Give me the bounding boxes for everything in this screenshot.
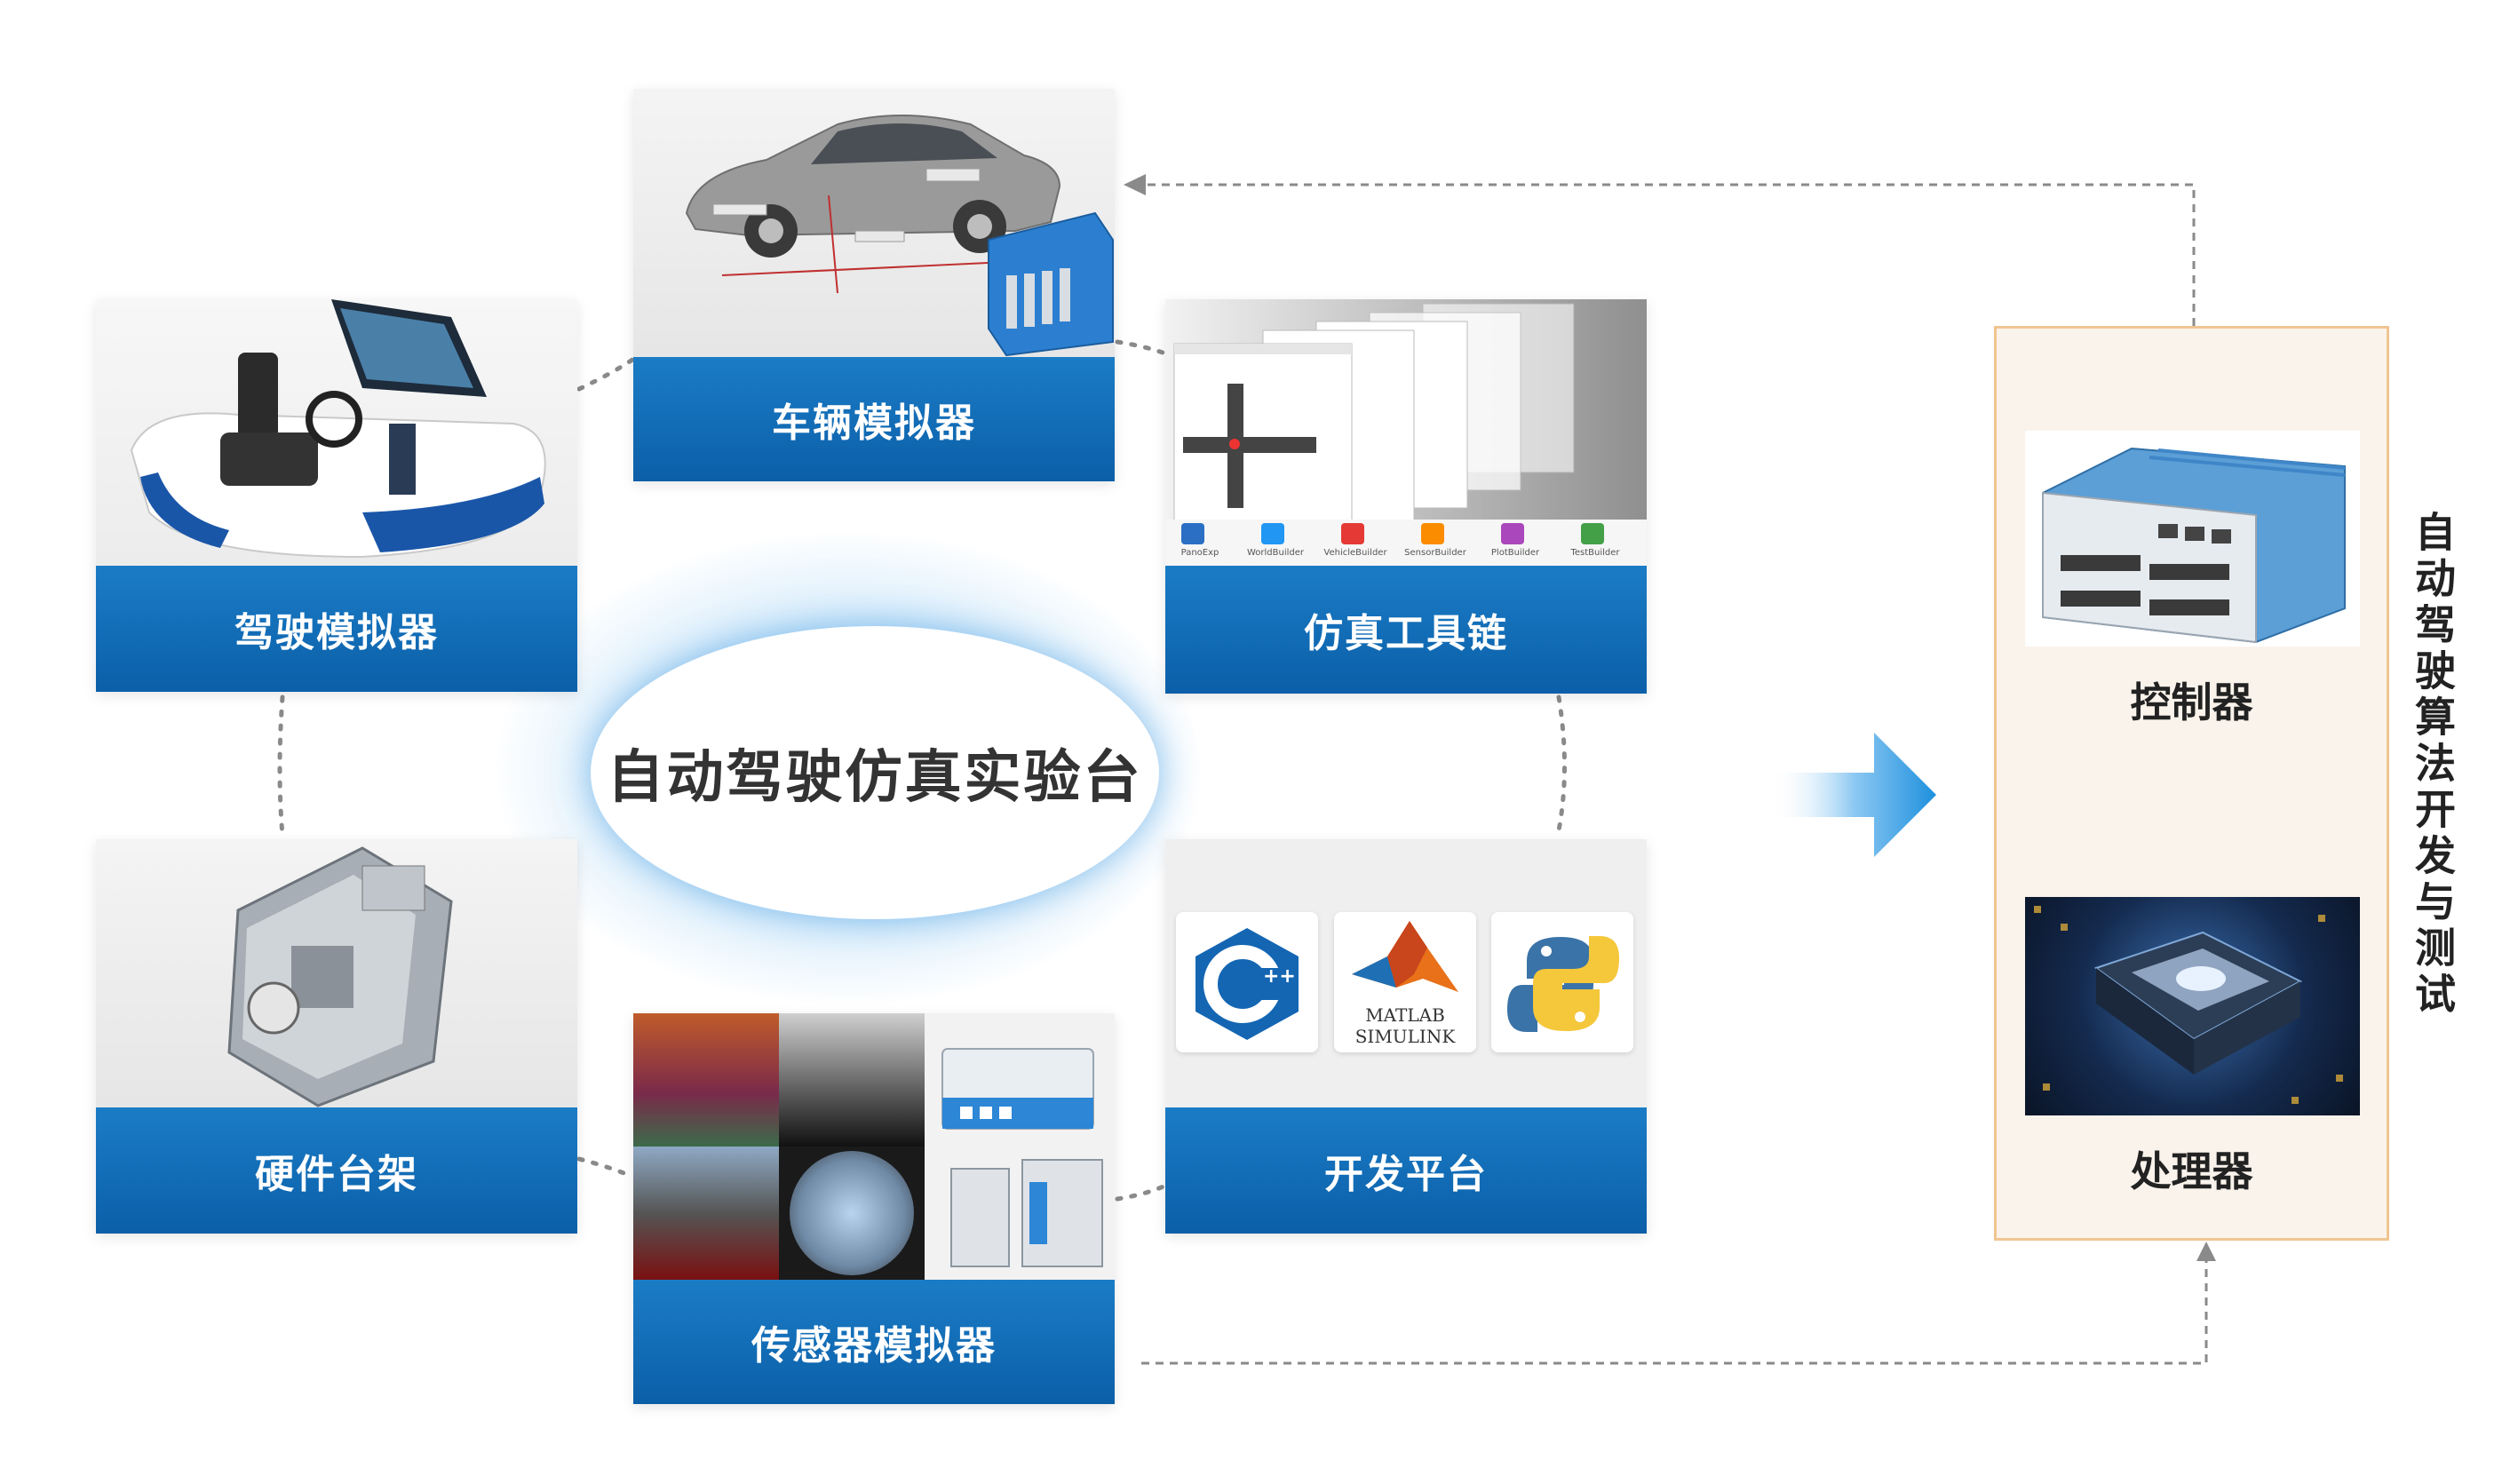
card-dev-platform[interactable]: ++ MATLAB SIMULINK 开发平台 [1165,839,1647,1234]
arrow-sensor-to-box [1141,1257,2208,1365]
sensor-simulator-image [633,1013,1115,1280]
app-label: PanoExp [1180,548,1219,558]
driving-simulator-icon [130,299,546,559]
hardware-rack-label: 硬件台架 [96,1107,577,1234]
vehicle-car-icon [685,115,1114,357]
side-label: 自动驾驶算法开发与测试 [2409,511,2457,1019]
cpp-icon [1195,928,1299,1040]
center-title: 自动驾驶仿真实验台 [607,745,1143,811]
plotbuilder-icon [1501,523,1524,544]
sim-toolchain-label: 仿真工具链 [1165,566,1647,694]
worldbuilder-icon [1261,523,1284,544]
segmentation-view [633,1013,779,1147]
sensor-device-icon [941,1048,1103,1267]
sim-toolchain-image: PanoExp WorldBuilder VehicleBuilder Sens… [1165,299,1647,566]
dev-platform-image: ++ MATLAB SIMULINK [1165,839,1647,1107]
card-vehicle-simulator[interactable]: 车辆模拟器 [633,89,1115,481]
testbuilder-icon [1581,523,1604,544]
hardware-rack-image [96,839,577,1107]
toolchain-app-bar: PanoExp WorldBuilder VehicleBuilder Sens… [1165,520,1647,566]
matlab-text: MATLAB [1365,1004,1445,1026]
card-hardware-rack[interactable]: 硬件台架 [96,839,577,1234]
cpp-plus-text: ++ [1263,965,1296,988]
python-tile [1491,912,1633,1052]
card-sensor-simulator[interactable]: 传感器模拟器 [633,1013,1115,1404]
card-driving-simulator[interactable]: 驾驶模拟器 [96,299,577,692]
panoexp-icon [1181,523,1204,544]
sensorbuilder-icon [1421,523,1444,544]
processor-chip-icon [2034,906,2343,1104]
app-label: PlotBuilder [1490,548,1540,558]
app-label: TestBuilder [1570,548,1620,558]
arrow-controller-to-vehicle [1141,183,2196,326]
app-label: VehicleBuilder [1323,548,1387,558]
driving-simulator-image [96,299,577,566]
dev-platform-label: 开发平台 [1165,1107,1647,1234]
connector-sensor-dev [1115,1183,1168,1202]
driving-simulator-label: 驾驶模拟器 [96,566,577,692]
connector-toolchain-dev [1556,694,1567,833]
fisheye-lens [790,1151,914,1275]
cpp-tile: ++ [1176,912,1318,1052]
app-label: WorldBuilder [1246,548,1305,558]
processor-title: 处理器 [2130,1147,2253,1195]
card-sim-toolchain[interactable]: PanoExp WorldBuilder VehicleBuilder Sens… [1165,299,1647,694]
python-icon [1507,936,1619,1032]
vehiclebuilder-icon [1341,523,1364,544]
depth-view [779,1013,925,1147]
controller-title: 控制器 [2130,679,2253,726]
vehicle-simulator-image [633,89,1115,357]
hardware-rack-icon [227,846,453,1107]
camera-view [633,1147,779,1280]
vehicle-simulator-label: 车辆模拟器 [633,357,1115,481]
connector-driving-vehicle [576,357,635,392]
processor-image [2025,897,2360,1115]
flow-arrow-icon [1772,733,1936,857]
toolchain-windows-icon [1173,303,1575,531]
sensor-hardware-view [925,1013,1115,1280]
sensor-simulator-label: 传感器模拟器 [633,1280,1115,1404]
arrowhead-box [2196,1242,2216,1261]
connector-vehicle-toolchain [1115,339,1168,356]
arrowhead-vehicle [1124,174,1146,195]
simulink-text: SIMULINK [1354,1026,1456,1047]
connector-driving-hardware [277,694,285,837]
center-ellipse: 自动驾驶仿真实验台 [591,626,1159,919]
controller-icon [2042,447,2346,644]
controller-image [2025,431,2360,647]
fisheye-view [779,1147,925,1280]
matlab-icon [1352,921,1458,992]
app-label: SensorBuilder [1404,548,1466,558]
matlab-tile: MATLAB SIMULINK [1334,912,1476,1052]
connector-hardware-sensor [576,1156,635,1179]
